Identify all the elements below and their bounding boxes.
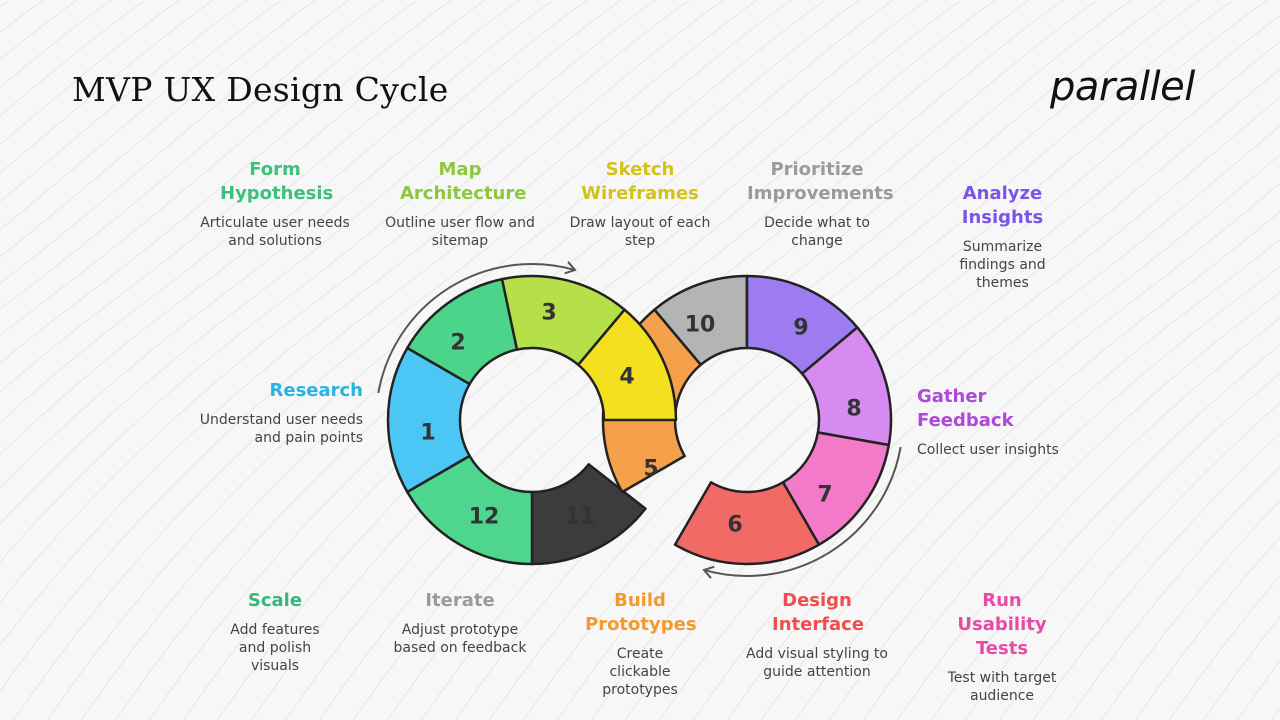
step-number-7: 7 bbox=[817, 483, 832, 508]
step-description: Outline user flow and sitemap bbox=[385, 215, 535, 249]
step-number-6: 6 bbox=[727, 513, 742, 538]
step-heading: Prioritize Improvements bbox=[747, 159, 894, 204]
step-description: Adjust prototype based on feedback bbox=[393, 622, 527, 656]
step-number-5: 5 bbox=[643, 457, 658, 482]
step-heading: Design Interface bbox=[772, 590, 865, 635]
step-label-8: Gather Feedback Collect user insights bbox=[917, 385, 1087, 459]
step-heading: Analyze Insights bbox=[961, 183, 1044, 228]
brand-logo: parallel bbox=[1050, 64, 1195, 110]
step-label-1: Research Understand user needs and pain … bbox=[195, 379, 363, 447]
arrowhead-icon bbox=[702, 565, 715, 579]
page-title: MVP UX Design Cycle bbox=[72, 70, 449, 109]
step-description: Draw layout of each step bbox=[569, 215, 711, 249]
step-label-5: Build Prototypes Create clickable protot… bbox=[565, 589, 715, 699]
step-label-6: Design Interface Add visual styling to g… bbox=[742, 589, 892, 681]
step-heading: Map Architecture bbox=[400, 159, 527, 204]
step-description: Articulate user needs and solutions bbox=[200, 215, 350, 249]
cycle-arrow-right bbox=[703, 446, 902, 577]
step-description: Collect user insights bbox=[917, 442, 1059, 458]
arrowhead-icon bbox=[564, 261, 577, 275]
step-heading: Scale bbox=[247, 590, 303, 611]
step-label-7: Run Usability Tests Test with target aud… bbox=[927, 589, 1077, 705]
step-heading: Iterate bbox=[425, 590, 495, 611]
step-heading: Gather Feedback bbox=[917, 386, 1014, 431]
step-number-12: 12 bbox=[469, 505, 500, 530]
step-number-10: 10 bbox=[685, 313, 716, 338]
step-label-11: Iterate Adjust prototype based on feedba… bbox=[385, 589, 535, 657]
segment-step-4 bbox=[577, 308, 678, 422]
step-label-10: Prioritize Improvements Decide what to c… bbox=[742, 158, 894, 250]
step-number-4: 4 bbox=[619, 365, 634, 390]
step-label-3: Map Architecture Outline user flow and s… bbox=[385, 158, 535, 250]
step-number-9: 9 bbox=[793, 316, 808, 341]
step-label-2: Form Hypothesis Articulate user needs an… bbox=[195, 158, 355, 250]
step-number-11: 11 bbox=[565, 505, 596, 530]
step-heading: Research bbox=[269, 380, 364, 401]
step-description: Add visual styling to guide attention bbox=[746, 646, 888, 680]
step-label-12: Scale Add features and polish visuals bbox=[200, 589, 350, 675]
step-heading: Form Hypothesis bbox=[220, 159, 334, 204]
step-description: Understand user needs and pain points bbox=[199, 412, 363, 446]
segment-step-12 bbox=[406, 454, 534, 566]
step-label-4: Sketch Wireframes Draw layout of each st… bbox=[565, 158, 715, 250]
step-description: Summarize findings and themes bbox=[959, 239, 1046, 291]
step-number-8: 8 bbox=[846, 397, 861, 422]
step-label-9: Analyze Insights Summarize findings and … bbox=[920, 182, 1085, 292]
segment-step-6 bbox=[673, 481, 821, 566]
step-description: Test with target audience bbox=[947, 670, 1057, 704]
step-heading: Run Usability Tests bbox=[957, 590, 1047, 659]
step-number-3: 3 bbox=[541, 301, 556, 326]
segment-step-1 bbox=[386, 346, 471, 494]
step-description: Add features and polish visuals bbox=[230, 622, 320, 674]
step-number-2: 2 bbox=[450, 331, 465, 356]
cycle-arrow-left bbox=[377, 263, 576, 394]
step-heading: Build Prototypes bbox=[585, 590, 697, 635]
step-number-1: 1 bbox=[420, 421, 435, 446]
step-heading: Sketch Wireframes bbox=[581, 159, 699, 204]
step-description: Decide what to change bbox=[764, 215, 870, 249]
step-description: Create clickable prototypes bbox=[602, 646, 678, 698]
